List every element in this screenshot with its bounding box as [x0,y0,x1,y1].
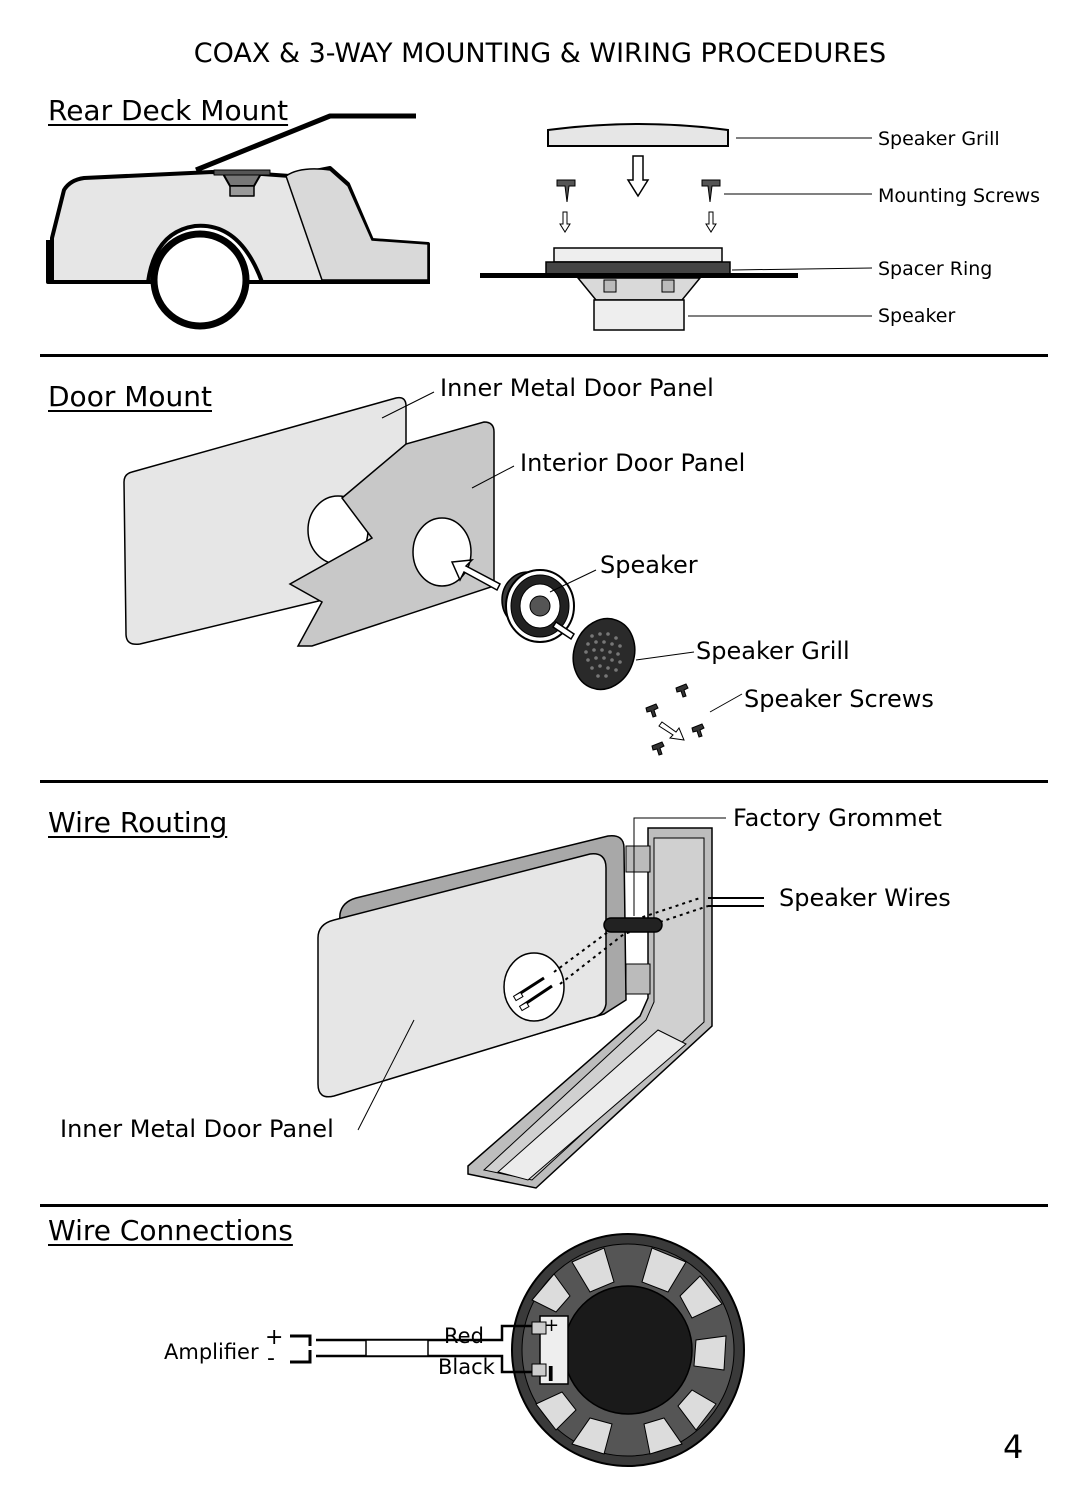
page-number: 4 [1003,1428,1024,1466]
terminal-plus: + [544,1315,560,1336]
rear-deck-heading: Rear Deck Mount [48,94,289,127]
label-red-wire: Red [444,1324,484,1348]
label-door-speaker: Speaker [600,551,698,579]
door-screws [645,683,705,756]
label-speaker-screws: Speaker Screws [744,685,934,713]
label-spacer-ring: Spacer Ring [878,258,993,280]
label-speaker-grill: Speaker Grill [878,128,1000,150]
terminal-minus: I [547,1362,555,1386]
label-routing-inner-metal-door-panel: Inner Metal Door Panel [60,1115,334,1143]
label-mounting-screws: Mounting Screws [878,185,1041,207]
label-black-wire: Black [438,1355,495,1379]
label-door-speaker-grill: Speaker Grill [696,637,850,665]
label-speaker: Speaker [878,305,956,327]
section-divider [40,780,1048,783]
wire-routing-illustration [317,817,764,1189]
wire-routing-heading: Wire Routing [48,806,228,839]
section-divider [40,354,1048,357]
grill-mesh [584,632,622,678]
wire-connections-heading: Wire Connections [48,1214,293,1247]
door-mount-illustration [123,391,743,756]
speaker-basket-windows [531,1247,727,1455]
label-inner-metal-door-panel: Inner Metal Door Panel [440,374,714,402]
label-amplifier: Amplifier [164,1340,259,1364]
rear-deck-exploded [480,123,873,331]
label-speaker-wires: Speaker Wires [779,884,951,912]
wire-connections-illustration [290,1233,745,1467]
label-factory-grommet: Factory Grommet [733,804,942,832]
door-mount-heading: Door Mount [48,380,212,413]
amplifier-minus-sign: - [267,1346,275,1371]
section-divider [40,1204,1048,1207]
page-title: COAX & 3-WAY MOUNTING & WIRING PROCEDURE… [193,38,887,69]
label-interior-door-panel: Interior Door Panel [520,449,746,477]
car-illustration [46,113,430,330]
amplifier-plus-sign: + [265,1325,284,1350]
